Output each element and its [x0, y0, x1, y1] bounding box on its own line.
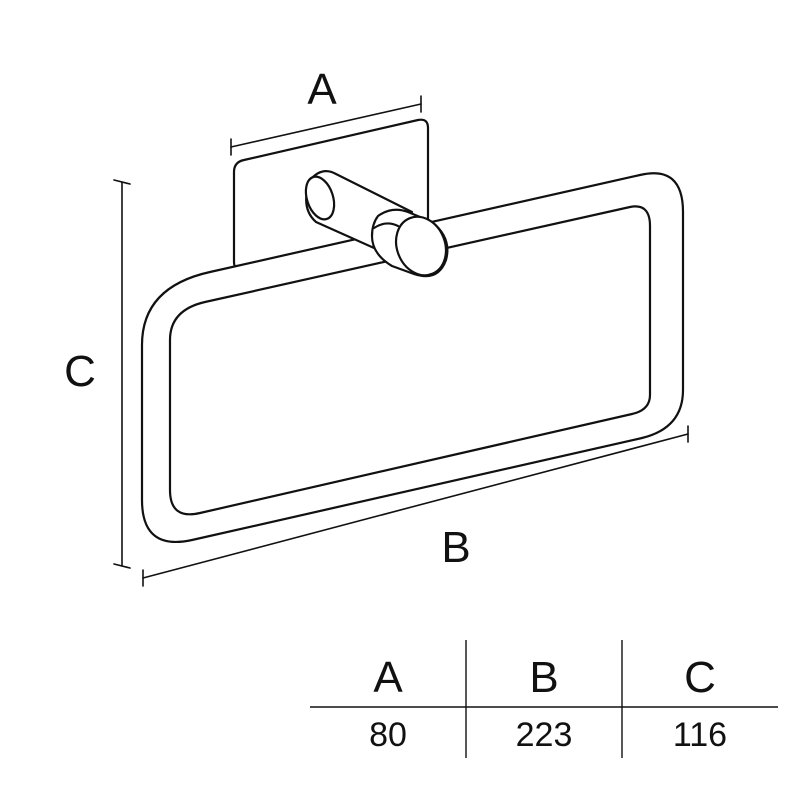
dimension-lines: [113, 95, 689, 587]
ring-inner: [168, 205, 652, 516]
table-header-c: C: [684, 653, 716, 702]
dim-b-label: B: [441, 523, 470, 572]
mount-knuckle-ring: [372, 222, 400, 230]
support-arm-base: [304, 175, 336, 221]
dim-b-line: [142, 433, 689, 579]
dim-c-label: C: [64, 347, 96, 396]
dimension-table: A B C 80 223 116: [310, 640, 778, 758]
dim-a-line: [230, 103, 422, 148]
mount-knuckle-cap: [394, 215, 448, 277]
dim-a-label: A: [307, 65, 337, 114]
table-value-c: 116: [673, 716, 727, 754]
table-value-a: 80: [369, 716, 407, 754]
table-header-b: B: [529, 653, 558, 702]
dim-c-tick-top: [113, 179, 131, 185]
table-header-a: A: [373, 653, 403, 702]
towel-ring-product: [140, 118, 685, 544]
table-value-b: 223: [516, 716, 573, 754]
dim-c-tick-bottom: [113, 563, 131, 569]
